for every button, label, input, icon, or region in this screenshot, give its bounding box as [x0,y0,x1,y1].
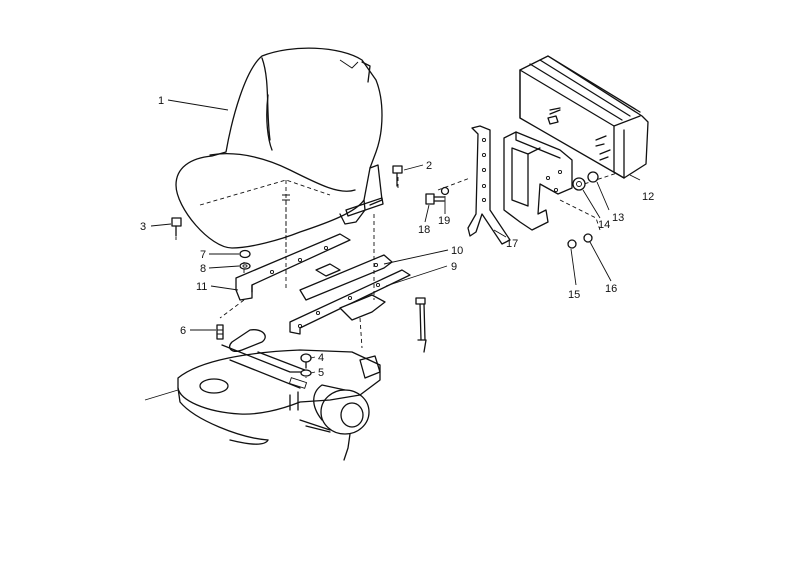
callout-10: 10 [451,245,463,257]
callout-15: 15 [568,289,580,301]
nut-7 [239,249,251,259]
callout-8: 8 [200,263,206,275]
callout-1: 1 [158,95,164,107]
seat-rail-lower [289,254,411,335]
fasteners-right [425,171,599,249]
callout-5: 5 [318,367,324,379]
callout-11: 11 [196,281,207,293]
callout-3: 3 [140,221,146,233]
callout-4: 4 [318,352,324,364]
callout-14: 14 [598,219,610,231]
tractor-body [144,329,381,461]
washer-8 [239,262,251,270]
seat-rail-upper [235,197,384,301]
callout-7: 7 [200,249,206,261]
callout-18: 18 [418,224,430,236]
bolt-4 [300,353,312,369]
callout-19: 19 [438,215,450,227]
bolt-2 [392,165,403,187]
long-bolt [415,297,427,353]
washer-5 [300,369,312,377]
callout-17: 17 [506,238,518,250]
pin-6 [216,324,224,340]
support-bracket [467,125,511,245]
leader-lines [150,99,641,374]
seat [175,47,383,250]
battery-mount [503,131,573,231]
callout-16: 16 [605,283,617,295]
callout-2: 2 [426,160,432,172]
callouts: 1 2 3 4 5 6 7 8 9 10 11 12 13 14 15 16 1… [140,95,654,379]
tool-box [519,55,649,179]
callout-13: 13 [612,212,624,224]
callout-12: 12 [642,191,654,203]
callout-6: 6 [180,325,186,337]
callout-9: 9 [451,261,457,273]
bolt-3 [171,217,182,237]
